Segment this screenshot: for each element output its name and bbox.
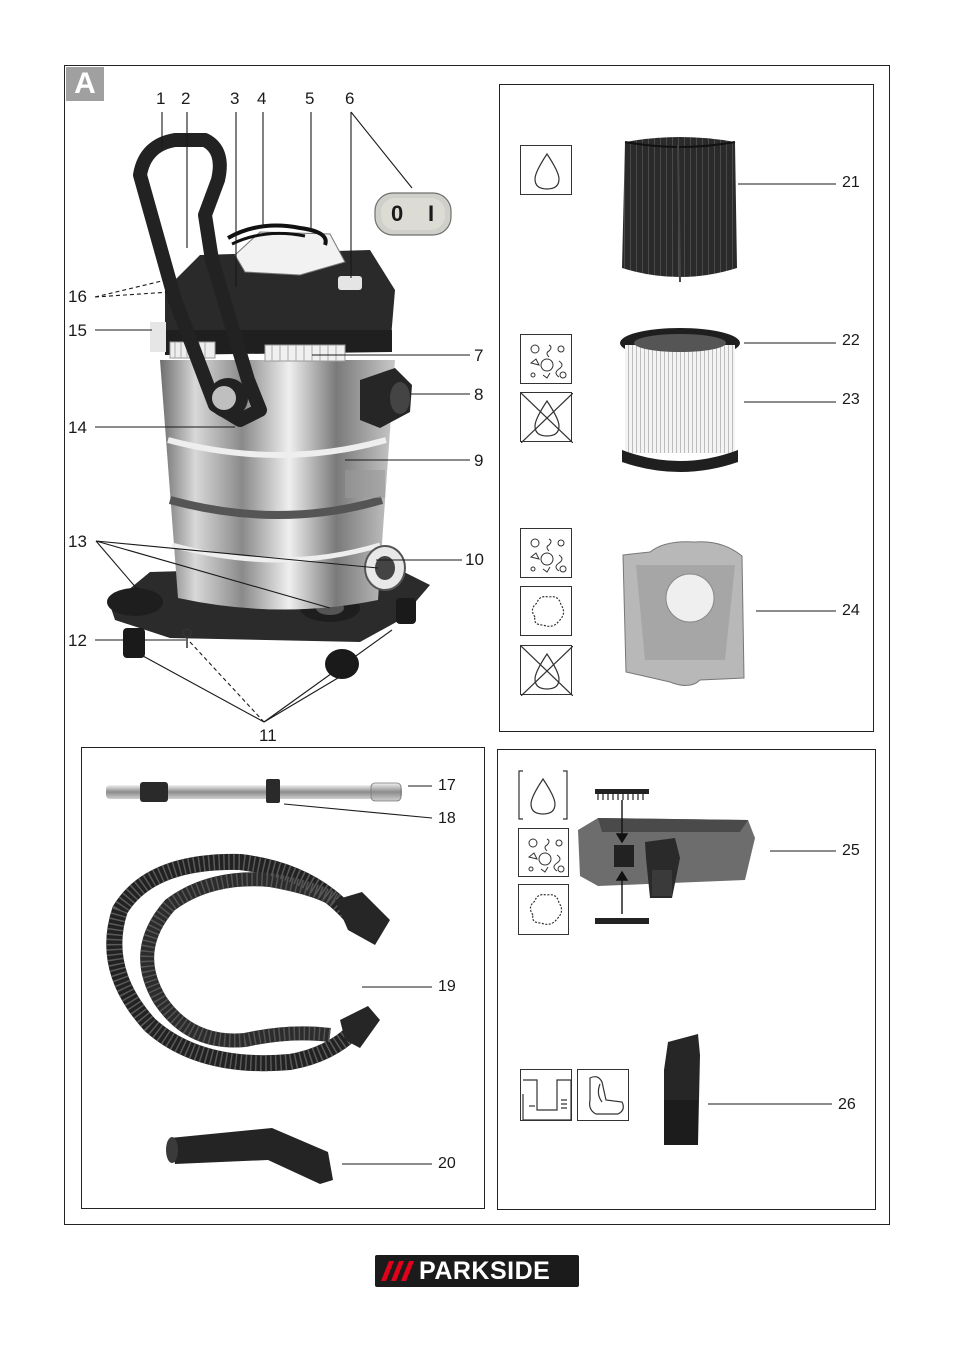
callout-9: 9 [474, 451, 484, 470]
extension-tubes [106, 779, 402, 803]
floor-nozzle [578, 818, 755, 898]
callout-12: 12 [68, 631, 87, 650]
section-badge-label: A [74, 67, 96, 100]
no-water-icon [520, 645, 573, 696]
callout-15: 15 [68, 321, 87, 340]
hose-handle [335, 892, 390, 1048]
wet-dry-vacuum [107, 133, 430, 679]
power-switch-detail [374, 192, 452, 236]
foam-filter [622, 137, 737, 283]
logo-wordmark: PARKSIDE [419, 1256, 551, 1285]
callout-20: 20 [438, 1155, 456, 1172]
callout-22: 22 [842, 332, 860, 349]
debris-icon [520, 528, 572, 578]
debris-icon [520, 334, 572, 384]
bent-nozzle [166, 1128, 333, 1184]
callout-1: 1 [156, 89, 166, 108]
rubber-strip-icon [595, 918, 649, 924]
callout-17: 17 [438, 777, 456, 794]
callout-8: 8 [474, 385, 484, 404]
callout-23: 23 [842, 391, 860, 408]
callout-6: 6 [345, 89, 355, 108]
crevice-nozzle [664, 1034, 700, 1145]
car-seat-icon [577, 1069, 629, 1121]
callout-5: 5 [305, 89, 315, 108]
outer-frame [64, 65, 890, 1225]
callout-4: 4 [257, 89, 267, 108]
cartridge-filter [620, 328, 740, 472]
crevice-icon [520, 1069, 572, 1121]
callout-14: 14 [68, 418, 87, 437]
debris-icon [518, 828, 569, 877]
switch-off-label: 0 [391, 201, 404, 226]
callout-13: 13 [68, 532, 87, 551]
fine-dust-icon [520, 586, 572, 636]
dust-bag [622, 541, 745, 686]
water-drop-icon [517, 769, 569, 821]
callout-2: 2 [181, 89, 191, 108]
callout-26: 26 [838, 1096, 856, 1113]
switch-on-label: I [428, 201, 435, 226]
water-drop-icon [520, 145, 572, 195]
logo-stripes [375, 1255, 419, 1287]
callout-16: 16 [68, 287, 87, 306]
callout-19: 19 [438, 978, 456, 995]
fine-dust-icon [518, 884, 569, 935]
callout-18: 18 [438, 810, 456, 827]
callout-7: 7 [474, 346, 484, 365]
callout-21: 21 [842, 174, 860, 191]
callout-3: 3 [230, 89, 240, 108]
accessories-panel [81, 747, 485, 1209]
no-water-icon [520, 392, 573, 443]
callout-10: 10 [465, 550, 484, 569]
filters-panel [499, 84, 874, 732]
callout-11: 11 [259, 726, 277, 745]
leader-lines [95, 111, 470, 723]
callout-25: 25 [842, 842, 860, 859]
callout-24: 24 [842, 602, 860, 619]
nozzles-panel [497, 749, 876, 1210]
brush-bar-icon [595, 789, 649, 800]
parkside-logo: PARKSIDE [375, 1255, 579, 1287]
section-badge: A [66, 67, 104, 101]
suction-hose [106, 853, 361, 1072]
